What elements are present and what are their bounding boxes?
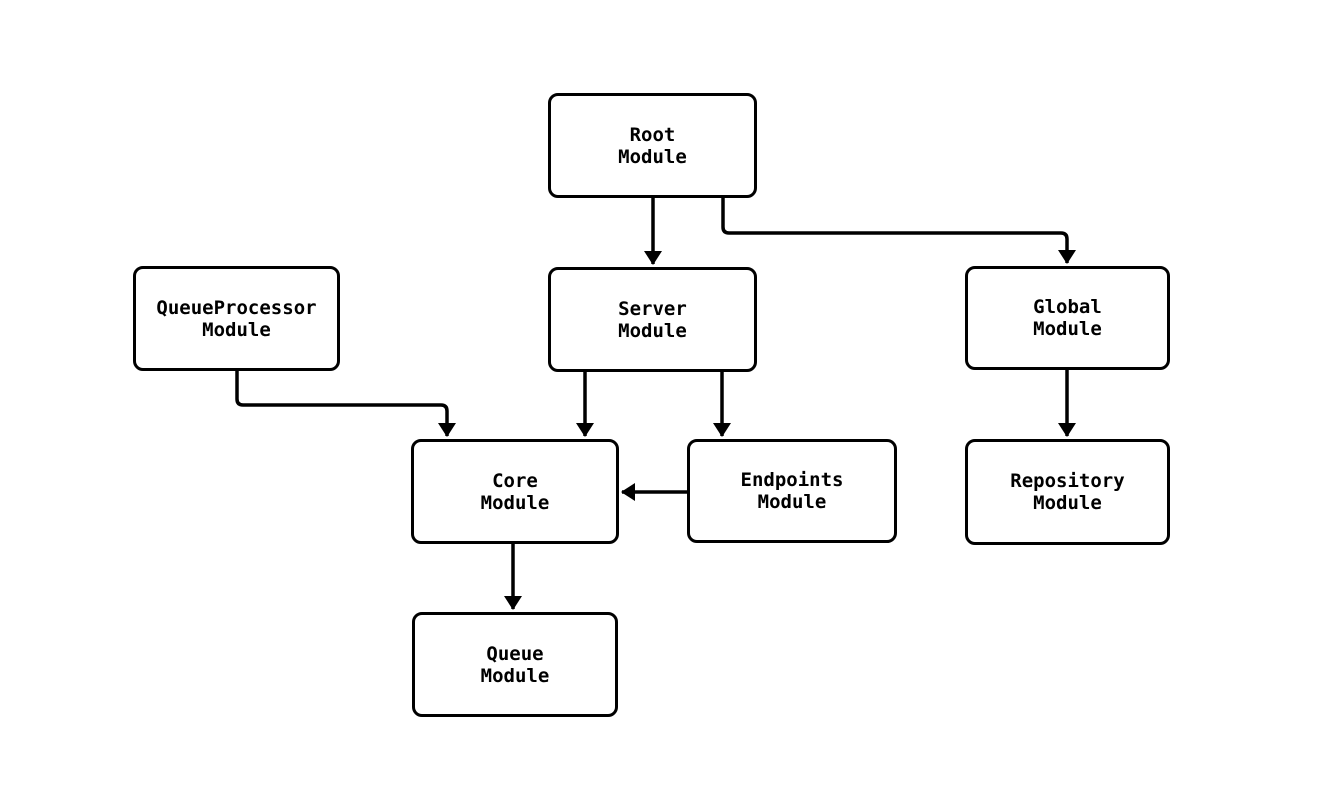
- node-label-line: Module: [480, 491, 550, 514]
- node-label-line: Core: [492, 469, 538, 492]
- node-label-line: QueueProcessor: [156, 296, 317, 319]
- node-label-line: Module: [1033, 492, 1102, 514]
- node-label-line: Server: [618, 297, 687, 320]
- node-label-line: Module: [1033, 318, 1102, 340]
- edge-root-module-to-global-module: [721, 198, 1076, 264]
- node-label-line: Global: [1033, 296, 1102, 318]
- edge-queueprocessor-module-to-core-module: [235, 371, 456, 437]
- edges-group: [235, 198, 1076, 610]
- node-label-line: Repository: [1010, 470, 1125, 492]
- node-label-line: Root: [629, 123, 676, 146]
- node-label-line: Module: [202, 318, 271, 341]
- node-label-line: Module: [618, 145, 687, 168]
- node-label-line: Module: [757, 491, 827, 513]
- node-label-line: Module: [618, 319, 687, 342]
- node-label-line: Endpoints: [740, 469, 844, 491]
- node-label-line: Queue: [486, 642, 544, 665]
- node-label-line: Module: [480, 664, 550, 687]
